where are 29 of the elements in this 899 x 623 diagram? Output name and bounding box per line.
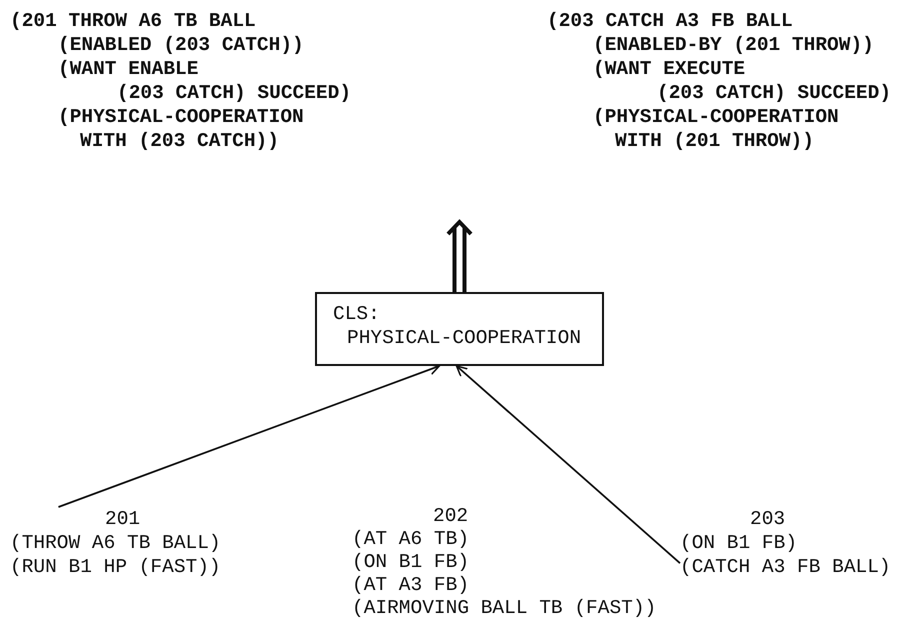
predicate-text: (WANT ENABLE [58,57,198,81]
predicate-text: (AIRMOVING BALL TB (FAST)) [352,596,656,620]
predicate-text: WITH (201 THROW)) [615,129,814,153]
predicate-text: (ON B1 FB) [352,550,470,574]
arrow [58,364,440,508]
predicate-text: (AT A3 FB) [352,573,470,597]
box-text: PHYSICAL-COOPERATION [347,327,582,349]
arrow [456,365,681,564]
process-box [315,292,604,366]
predicate-text: (CATCH A3 FB BALL) [680,556,891,578]
predicate-text: (RUN B1 HP (FAST)) [10,556,221,578]
predicate-text: (ENABLED-BY (201 THROW)) [593,33,874,57]
predicate-text: (203 CATCH) SUCCEED) [117,81,352,105]
predicate-text: (203 CATCH) SUCCEED) [657,81,892,105]
id-number: 201 [105,508,140,530]
id-number: 203 [750,508,786,530]
predicate-text: (203 CATCH A3 FB BALL [547,9,793,33]
id-number: 202 [433,504,468,528]
predicate-text: (AT A6 TB) [352,527,470,551]
predicate-text: (PHYSICAL-COOPERATION [593,105,839,129]
predicate-text: (PHYSICAL-COOPERATION [58,105,304,129]
predicate-text: (201 THROW A6 TB BALL [10,9,256,33]
predicate-text: (WANT EXECUTE [593,57,746,81]
predicate-text: (ON B1 FB) [680,532,798,554]
predicate-text: (ENABLED (203 CATCH)) [58,33,304,57]
box-text: CLS: [333,303,380,325]
double-arrow [446,219,473,294]
predicate-text: (THROW A6 TB BALL) [10,532,221,554]
predicate-text: WITH (203 CATCH)) [80,129,279,153]
